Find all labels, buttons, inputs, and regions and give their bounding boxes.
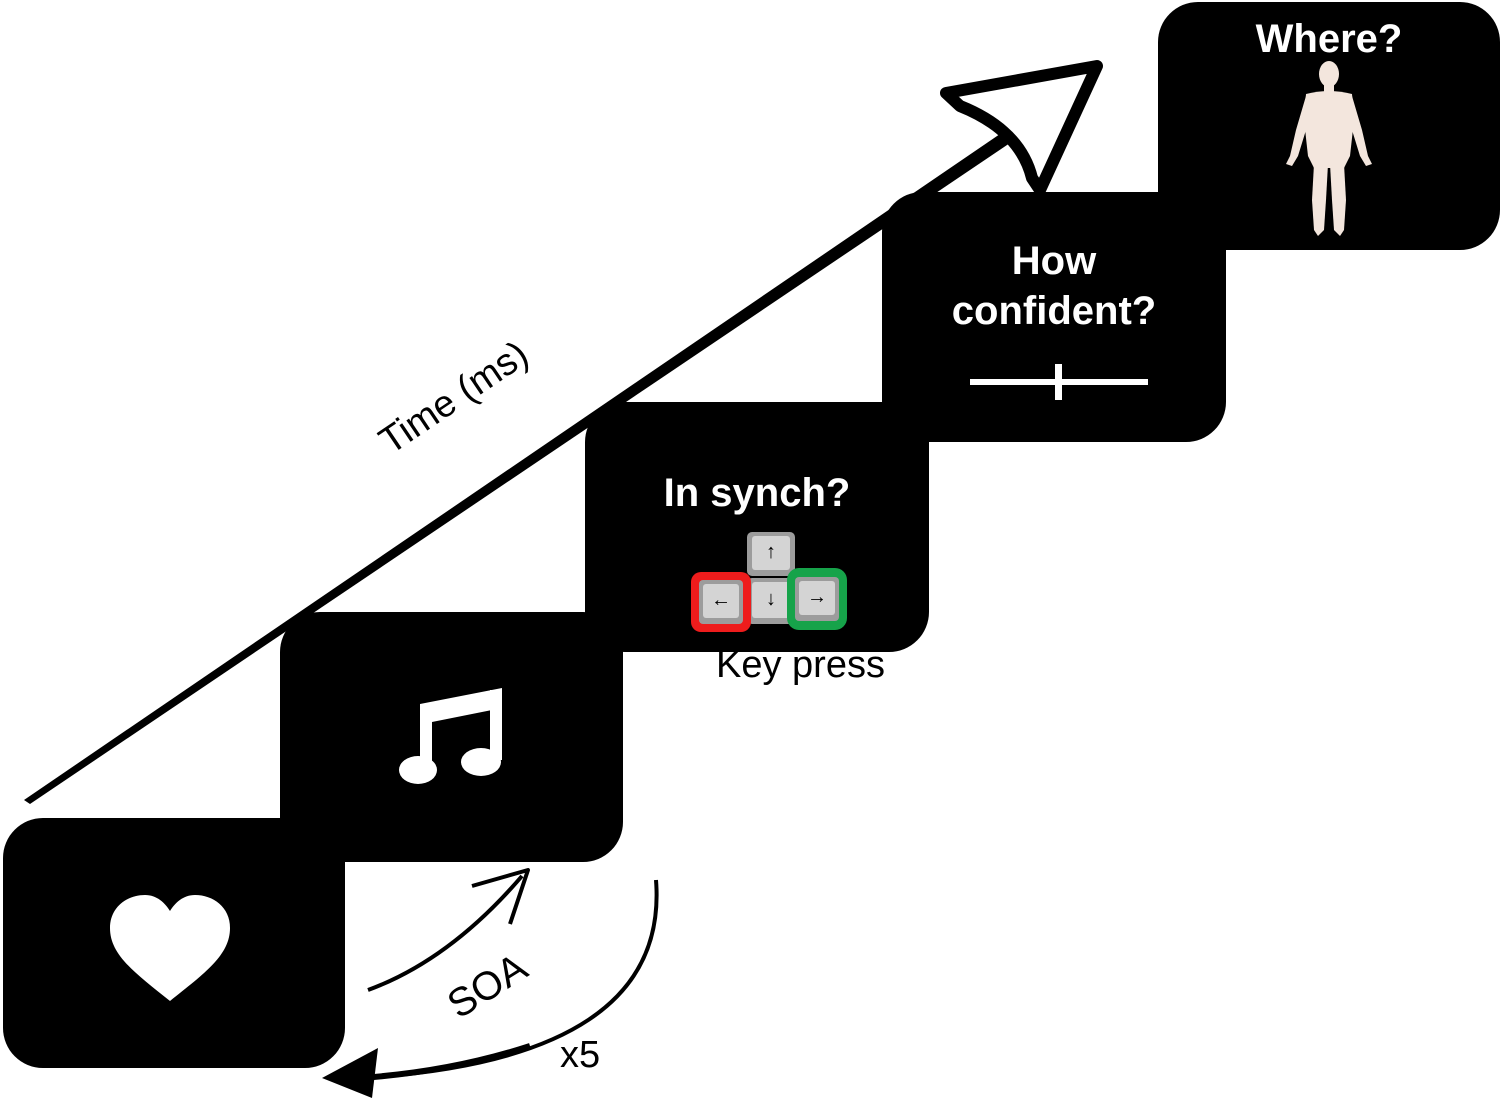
confidence-question-line1: How <box>1011 239 1097 283</box>
tone-panel <box>280 612 623 862</box>
synch-question: In synch? <box>663 471 851 515</box>
soa-arrow <box>367 874 524 992</box>
arrow-keys: ↑ ↓ ← → <box>691 532 851 632</box>
location-panel: Where? <box>1158 2 1500 250</box>
down-key-label: ↓ <box>752 582 790 618</box>
up-key: ↑ <box>747 532 795 576</box>
heartbeat-panel <box>3 818 345 1068</box>
right-key-yes: → <box>787 568 847 630</box>
synch-panel: In synch? ↑ ↓ ← → <box>585 402 929 652</box>
heart-icon <box>110 895 230 1001</box>
left-key-label: ← <box>703 584 739 618</box>
slider-icon <box>970 364 1148 400</box>
human-body-icon <box>1286 61 1372 236</box>
location-question: Where? <box>1255 17 1403 61</box>
music-note-icon <box>399 688 502 784</box>
confidence-question-line2: confident? <box>951 289 1157 333</box>
up-key-label: ↑ <box>752 536 790 570</box>
left-key-no: ← <box>691 572 751 632</box>
right-key-label: → <box>799 581 835 615</box>
repeat-label: x5 <box>560 1034 601 1076</box>
key-press-label: Key press <box>716 644 885 686</box>
